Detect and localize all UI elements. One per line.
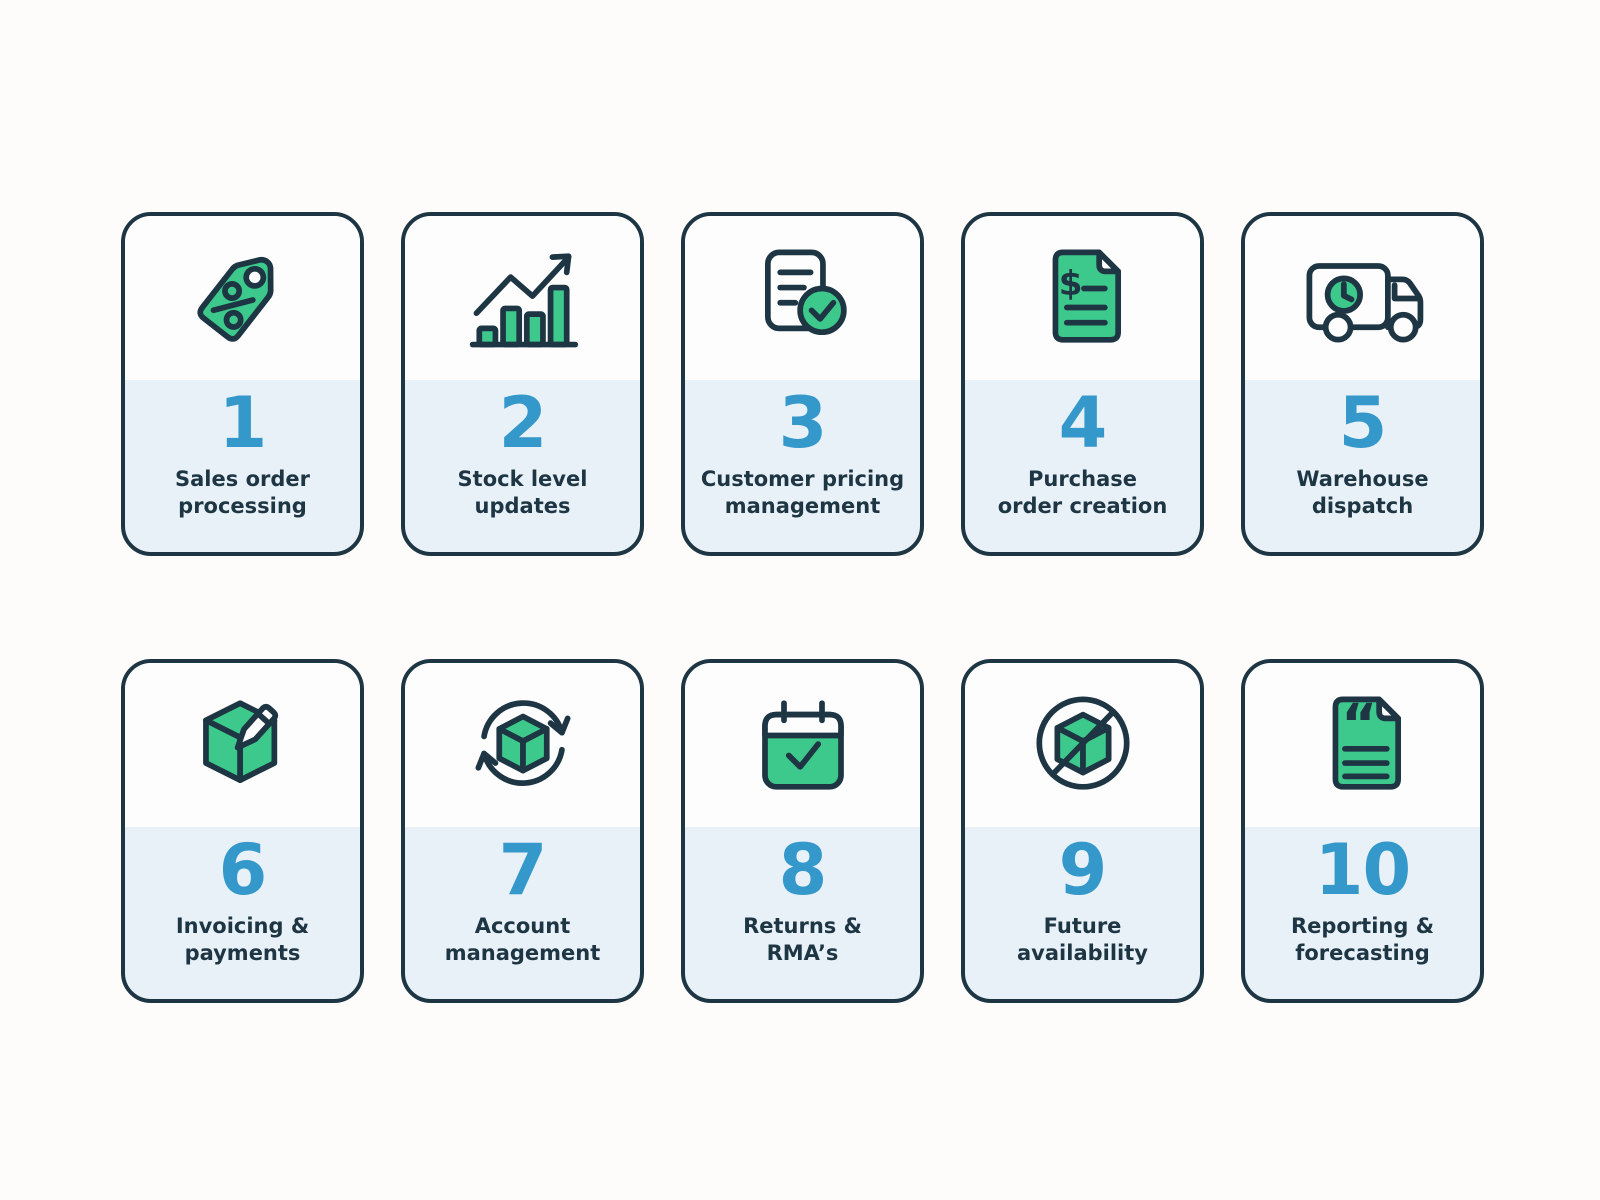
step-number: 7 [498,829,548,911]
card-stock-level-updates: 2 Stock level updates [401,212,644,556]
step-label: Reporting & forecasting [1290,914,1435,966]
card-panel: 5 Warehouse dispatch [1245,380,1480,552]
icon-area [405,216,640,380]
step-number: 1 [218,382,268,464]
card-reporting-forecasting: “ 10 Reporting & forecasting [1241,659,1484,1003]
step-number: 2 [498,382,548,464]
document-check-icon [764,249,847,336]
card-panel: 8 Returns & RMA’s [685,827,920,999]
calendar-check-icon [761,700,844,790]
step-label: Invoicing & payments [175,914,310,966]
card-panel: 3 Customer pricing management [685,380,920,552]
icon-area [125,216,360,380]
step-label: Future availability [1017,914,1148,966]
step-number: 6 [218,829,268,911]
card-customer-pricing-management: 3 Customer pricing management [681,212,924,556]
card-panel: 6 Invoicing & payments [125,827,360,999]
icon-area [965,663,1200,827]
card-warehouse-dispatch: 5 Warehouse dispatch [1241,212,1484,556]
step-label: Customer pricing management [700,467,905,519]
step-label: Returns & RMA’s [743,914,862,966]
step-number: 3 [778,382,828,464]
icon-area [125,663,360,827]
step-label: Sales order processing [175,467,310,519]
step-number: 8 [778,829,828,911]
card-returns-rmas: 8 Returns & RMA’s [681,659,924,1003]
icon-area [405,663,640,827]
cube-unavailable-icon [1035,696,1130,790]
card-purchase-order-creation: $ 4 Purchase order creation [961,212,1204,556]
icon-area: “ [1245,663,1480,827]
cube-sync-icon [475,700,570,786]
card-panel: 2 Stock level updates [405,380,640,552]
invoice-dollar-icon: $ [1052,249,1121,343]
quote-glyph: “ [1341,692,1377,756]
step-label: Stock level updates [457,467,588,519]
dollar-glyph: $ [1058,264,1082,304]
card-panel: 9 Future availability [965,827,1200,999]
growth-chart-icon [469,253,578,348]
icon-area [685,663,920,827]
delivery-truck-icon [1306,262,1423,343]
icon-area [685,216,920,380]
card-panel: 7 Account management [405,827,640,999]
card-account-management: 7 Account management [401,659,644,1003]
step-number: 9 [1058,829,1108,911]
box-pencil-icon [202,700,278,783]
card-sales-order-processing: 1 Sales order processing [121,212,364,556]
card-invoicing-payments: 6 Invoicing & payments [121,659,364,1003]
step-number: 5 [1338,382,1388,464]
tag-percent-icon [196,256,274,342]
card-panel: 4 Purchase order creation [965,380,1200,552]
step-label: Warehouse dispatch [1296,467,1429,519]
feature-cards-grid: 1 Sales order processing 2 Stock level u… [121,212,1484,1003]
step-number: 10 [1314,829,1411,911]
card-future-availability: 9 Future availability [961,659,1204,1003]
step-label: Account management [444,914,601,966]
step-number: 4 [1058,382,1108,464]
card-panel: 1 Sales order processing [125,380,360,552]
report-quote-icon: “ [1332,692,1401,790]
card-panel: 10 Reporting & forecasting [1245,827,1480,999]
step-label: Purchase order creation [997,467,1168,519]
icon-area: $ [965,216,1200,380]
icon-area [1245,216,1480,380]
